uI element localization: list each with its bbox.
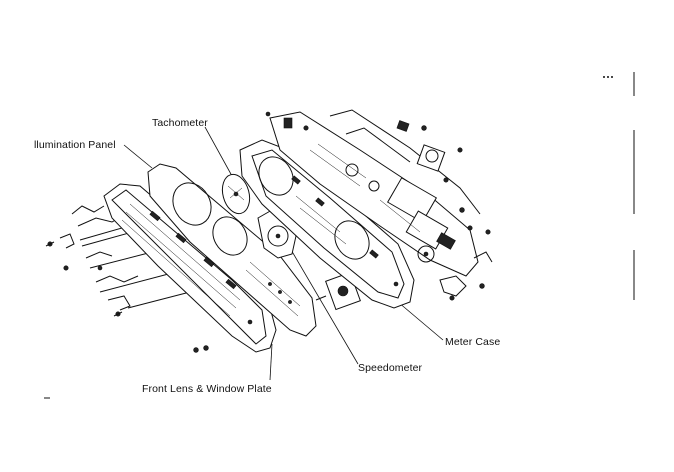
meter-case-leader xyxy=(397,301,444,341)
tachometer-part xyxy=(221,173,251,215)
front-lens-window-plate-label: Front Lens & Window Plate xyxy=(142,383,272,395)
tachometer-label: Tachometer xyxy=(152,117,208,129)
meter-case-label: Meter Case xyxy=(445,336,501,348)
speedometer-label: Speedometer xyxy=(358,362,423,374)
rear-circuit-assembly xyxy=(269,109,481,277)
illumination-panel-leader xyxy=(123,144,153,169)
speedometer-leader xyxy=(289,247,359,365)
right-screws-and-bulbs xyxy=(265,111,493,301)
leader-lines xyxy=(123,126,444,381)
front-lens-window-plate xyxy=(103,183,277,353)
page-edge-marks xyxy=(44,72,635,399)
illumination-panel xyxy=(147,163,317,337)
illumination-panel-label: llumination Panel xyxy=(34,139,116,151)
tachometer-leader xyxy=(204,126,233,177)
front-lens-leader xyxy=(269,343,273,381)
